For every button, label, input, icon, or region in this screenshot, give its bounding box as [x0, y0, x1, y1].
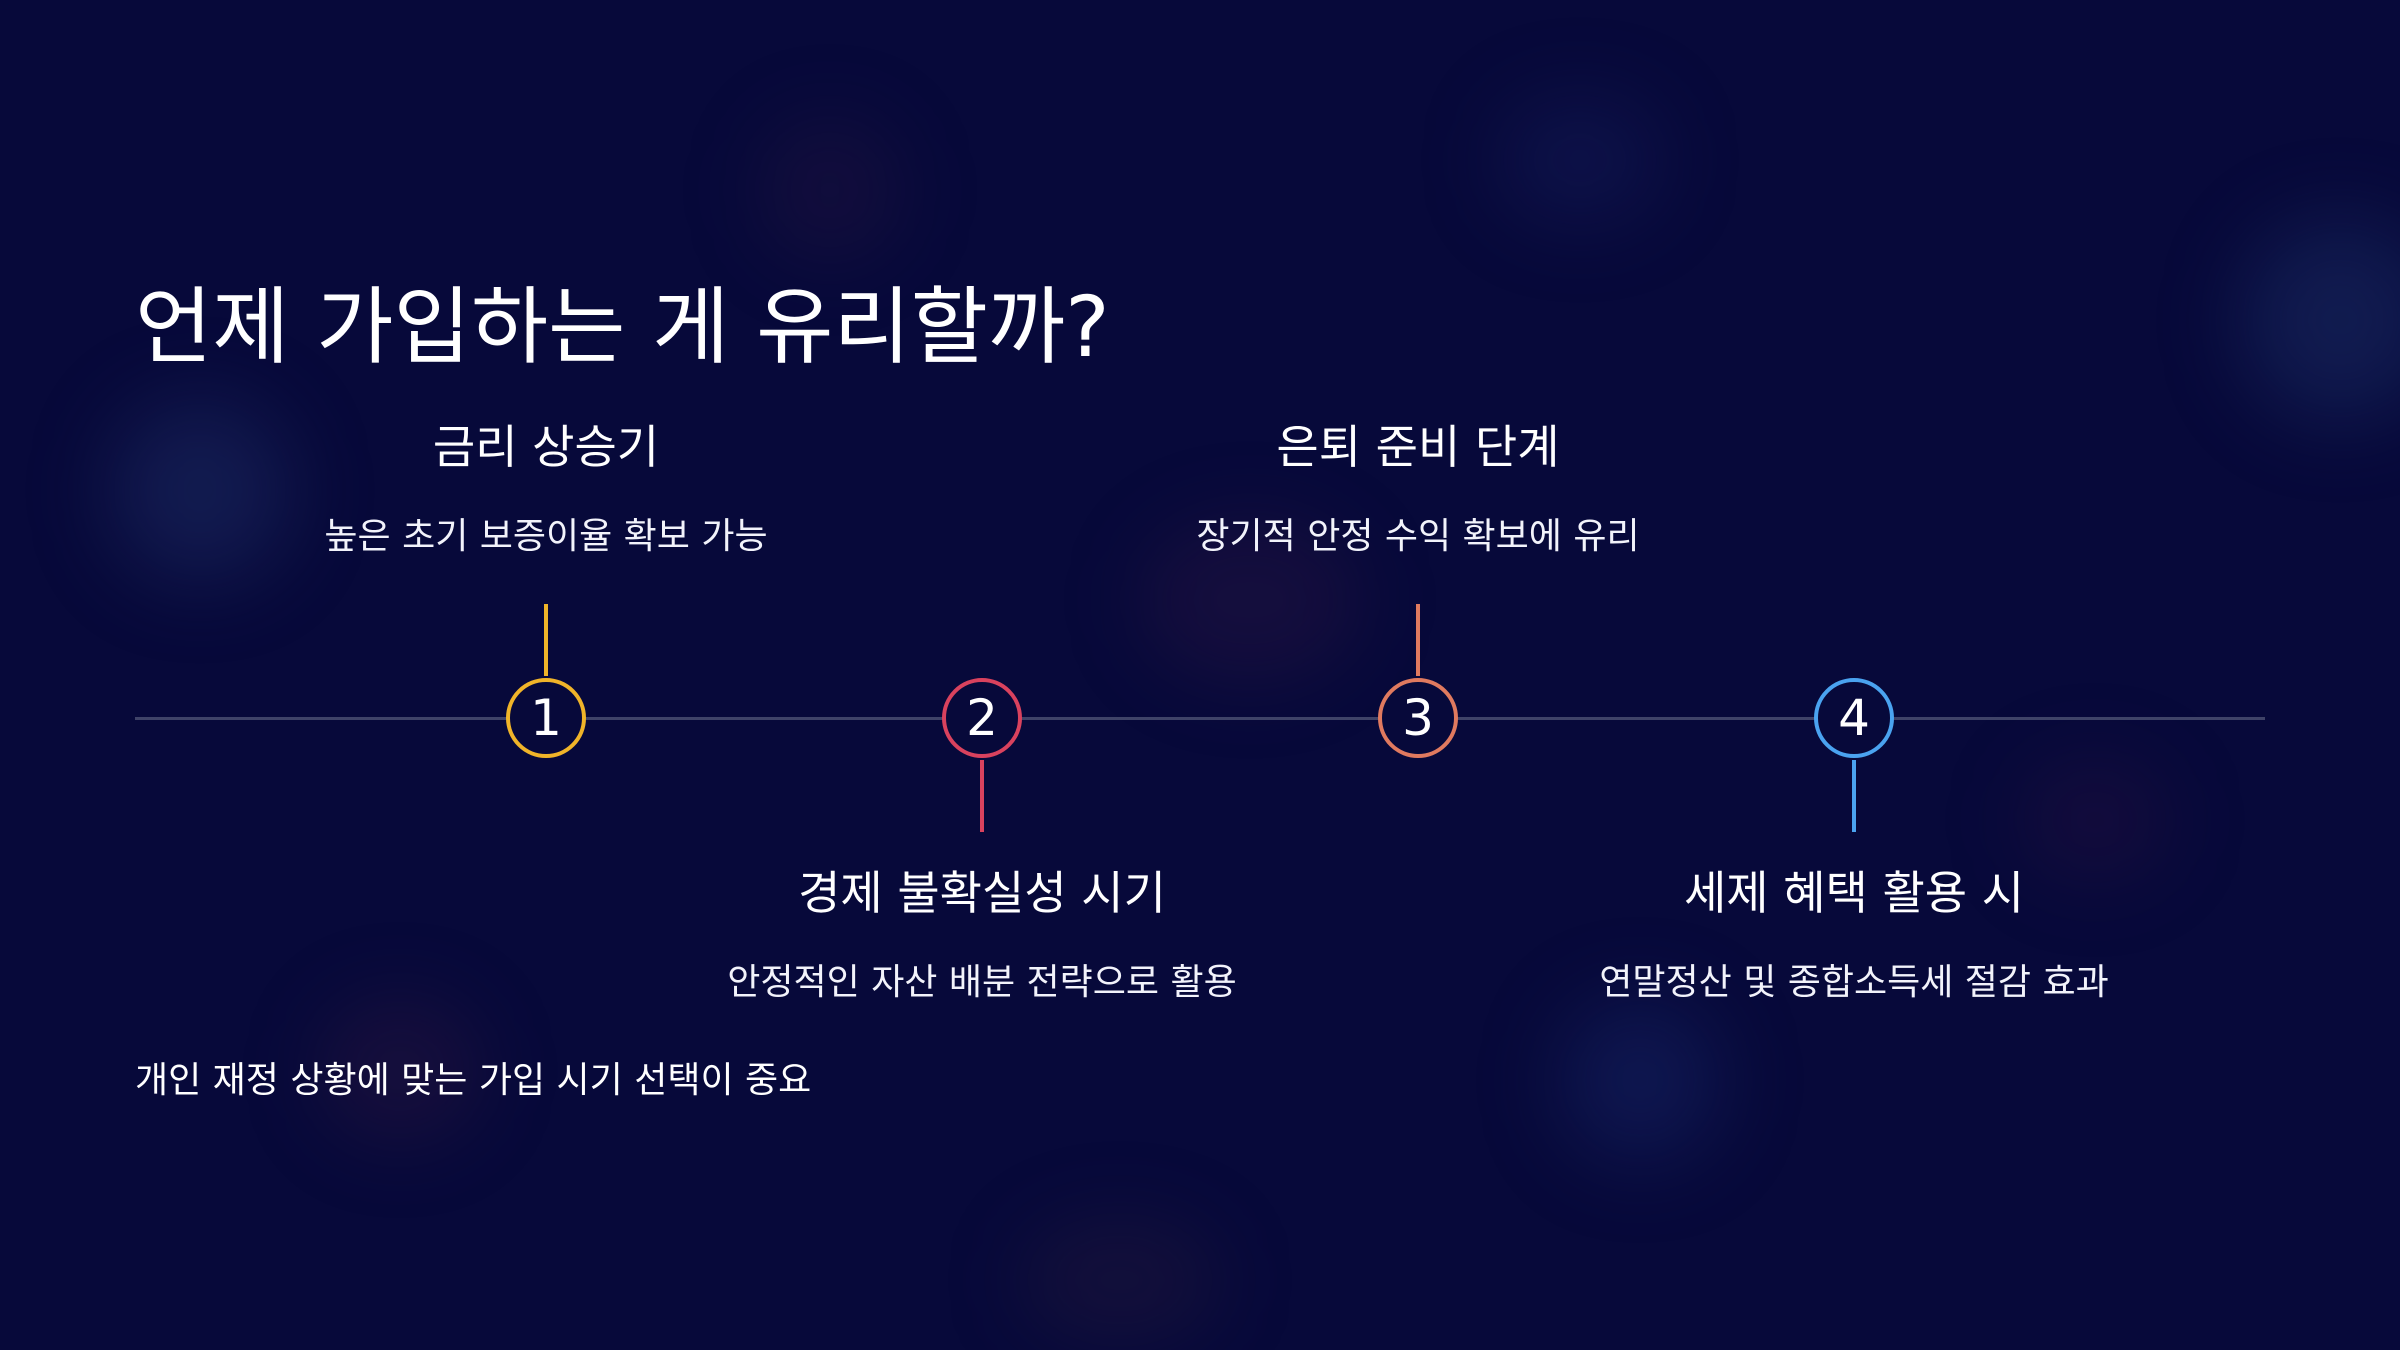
step-1-description: 높은 초기 보증이율 확보 가능: [324, 516, 768, 558]
step-1-number: 1: [530, 689, 562, 747]
page-title: 언제 가입하는 게 유리할까?: [135, 278, 1110, 377]
step-2-number: 2: [966, 689, 998, 747]
background-glow: [2020, 760, 2170, 880]
step-4-connector: [1852, 760, 1856, 832]
background-glow: [2240, 220, 2400, 420]
step-2-label: 경제 불확실성 시기 안정적인 자산 배분 전략으로 활용: [622, 866, 1342, 1004]
step-3-title: 은퇴 준비 단계: [1276, 420, 1560, 474]
step-1-node: 1: [506, 678, 586, 758]
background-glow: [1500, 100, 1660, 220]
step-2-node: 2: [942, 678, 1022, 758]
background-glow: [760, 120, 900, 260]
step-1-title: 금리 상승기: [432, 420, 660, 474]
step-3-node: 3: [1378, 678, 1458, 758]
step-4-title: 세제 혜택 활용 시: [1683, 866, 2025, 920]
footer-note: 개인 재정 상황에 맞는 가입 시기 선택이 중요: [135, 1060, 812, 1101]
background-glow: [1020, 1220, 1220, 1340]
step-1-connector: [544, 604, 548, 676]
step-3-number: 3: [1402, 689, 1434, 747]
step-4-description: 연말정산 및 종합소득세 절감 효과: [1599, 962, 2109, 1004]
timeline-line: [135, 717, 2265, 720]
step-4-node: 4: [1814, 678, 1894, 758]
step-3-description: 장기적 안정 수익 확보에 유리: [1196, 516, 1640, 558]
step-4-number: 4: [1838, 689, 1870, 747]
background-glow: [1560, 1000, 1720, 1160]
step-3-label: 은퇴 준비 단계 장기적 안정 수익 확보에 유리: [1058, 420, 1778, 558]
step-1-label: 금리 상승기 높은 초기 보증이율 확보 가능: [186, 420, 906, 558]
step-2-connector: [980, 760, 984, 832]
step-2-description: 안정적인 자산 배분 전략으로 활용: [727, 962, 1237, 1004]
step-4-label: 세제 혜택 활용 시 연말정산 및 종합소득세 절감 효과: [1494, 866, 2214, 1004]
step-2-title: 경제 불확실성 시기: [798, 866, 1166, 920]
step-3-connector: [1416, 604, 1420, 676]
